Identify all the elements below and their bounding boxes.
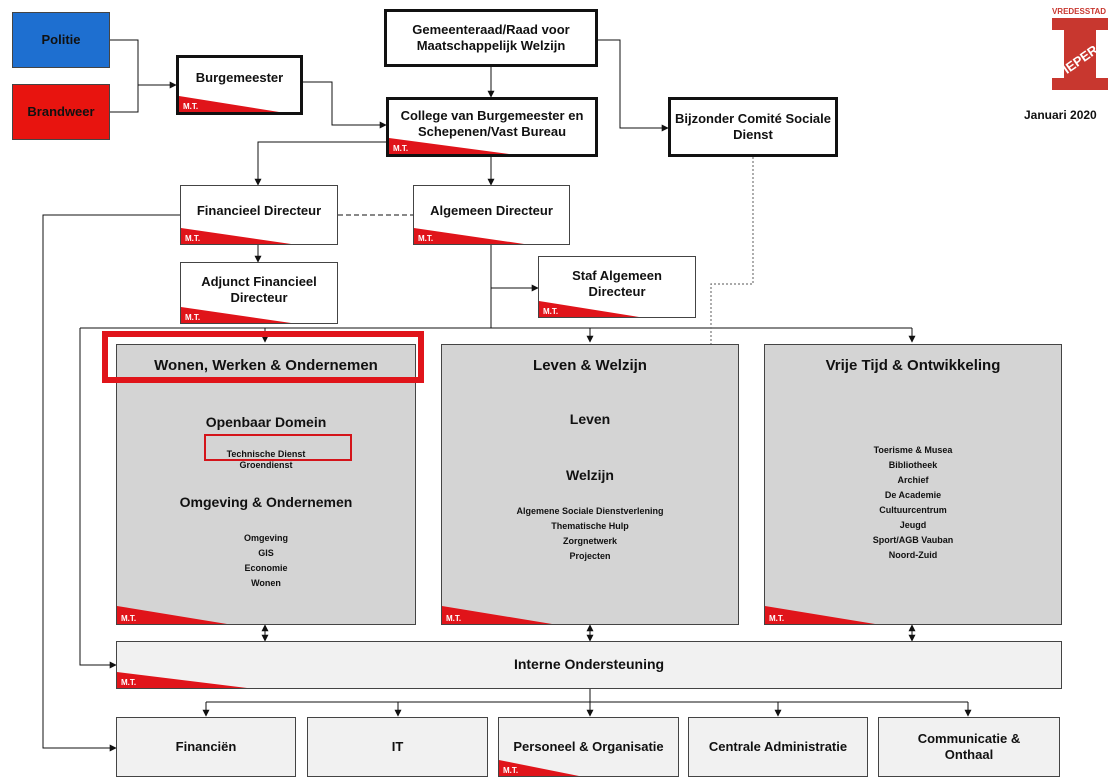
list-item: Jeugd	[899, 520, 927, 530]
list-item: Wonen	[251, 578, 281, 588]
mt-flag: M.T.	[442, 606, 552, 624]
support-unit-centrale-administratie: Centrale Administratie	[688, 717, 868, 777]
section-items: Omgeving GIS Economie Wonen	[117, 531, 415, 591]
support-unit-personeel: Personeel & Organisatie M.T.	[498, 717, 679, 777]
support-unit-label: Financiën	[175, 738, 237, 754]
support-unit-label: Communicatie & Onthaal	[917, 730, 1021, 762]
section-title: Leven	[569, 411, 611, 427]
gemeenteraad-label: Gemeenteraad/Raad voor Maatschappelijk W…	[412, 21, 570, 53]
adjunct-financieel-box: Adjunct Financieel Directeur M.T.	[180, 262, 338, 324]
financieel-directeur-label: Financieel Directeur	[196, 202, 322, 218]
support-unit-label: Personeel & Organisatie	[513, 738, 664, 754]
list-item: Omgeving	[243, 533, 288, 543]
list-item: Technische Dienst	[226, 449, 306, 459]
burgemeester-label: Burgemeester	[195, 69, 284, 85]
mt-flag: M.T.	[499, 760, 579, 776]
list-item: Noord-Zuid	[888, 550, 938, 560]
section-title: Openbaar Domein	[205, 414, 327, 430]
support-unit-financien: Financiën	[116, 717, 296, 777]
support-unit-label: IT	[391, 738, 404, 754]
interne-ondersteuning-label: Interne Ondersteuning	[513, 656, 665, 673]
domain-panel-wonen: Wonen, Werken & Ondernemen Openbaar Dome…	[116, 344, 416, 625]
date-label: Januari 2020	[1024, 108, 1097, 122]
mt-flag: M.T.	[181, 228, 291, 244]
list-item: Bibliotheek	[888, 460, 938, 470]
mt-flag: M.T.	[765, 606, 875, 624]
ieper-logo: VREDESSTAD IEPER	[1046, 4, 1112, 116]
mt-flag: M.T.	[389, 138, 509, 154]
domain-title: Wonen, Werken & Ondernemen	[154, 357, 378, 374]
algemeen-directeur-label: Algemeen Directeur	[430, 202, 553, 218]
college-box: College van Burgemeester en Schepenen/Va…	[386, 97, 598, 157]
brandweer-label: Brandweer	[27, 103, 95, 119]
mt-flag: M.T.	[539, 301, 639, 317]
section-title: Omgeving & Ondernemen	[179, 494, 353, 510]
list-item: Sport/AGB Vauban	[872, 535, 954, 545]
interne-ondersteuning-box: Interne Ondersteuning M.T.	[116, 641, 1062, 689]
highlight-frame-technische-dienst	[204, 434, 352, 461]
list-item: Projecten	[569, 551, 611, 561]
algemeen-directeur-box: Algemeen Directeur M.T.	[413, 185, 570, 245]
politie-box: Politie	[12, 12, 110, 68]
adjunct-financieel-label: Adjunct Financieel Directeur	[201, 273, 317, 305]
bijzonder-comite-label: Bijzonder Comité Sociale Dienst	[674, 110, 832, 142]
section-items: Technische Dienst Groendienst	[117, 447, 415, 473]
mt-flag: M.T.	[414, 228, 524, 244]
domain-panel-leven: Leven & Welzijn Leven Welzijn Algemene S…	[441, 344, 739, 625]
list-item: Cultuurcentrum	[879, 505, 947, 515]
svg-text:VREDESSTAD: VREDESSTAD	[1052, 7, 1106, 16]
domain-title: Vrije Tijd & Ontwikkeling	[825, 357, 1001, 374]
list-item: Groendienst	[239, 460, 293, 470]
domain-panel-vrije-tijd: Vrije Tijd & Ontwikkeling Toerisme & Mus…	[764, 344, 1062, 625]
list-item: Toerisme & Musea	[873, 445, 953, 455]
politie-label: Politie	[41, 31, 81, 47]
mt-flag: M.T.	[179, 96, 279, 112]
college-label: College van Burgemeester en Schepenen/Va…	[400, 107, 584, 139]
staf-algemeen-label: Staf Algemeen Directeur	[572, 267, 662, 299]
support-unit-communicatie: Communicatie & Onthaal	[878, 717, 1060, 777]
brandweer-box: Brandweer	[12, 84, 110, 140]
domain-title: Leven & Welzijn	[533, 357, 647, 374]
financieel-directeur-box: Financieel Directeur M.T.	[180, 185, 338, 245]
mt-flag: M.T.	[181, 307, 291, 323]
highlight-frame-domain	[102, 331, 424, 383]
bijzonder-comite-box: Bijzonder Comité Sociale Dienst	[668, 97, 838, 157]
list-item: Thematische Hulp	[551, 521, 629, 531]
support-unit-label: Centrale Administratie	[708, 738, 848, 754]
staf-algemeen-box: Staf Algemeen Directeur M.T.	[538, 256, 696, 318]
burgemeester-box: Burgemeester M.T.	[176, 55, 303, 115]
section-items: Toerisme & Musea Bibliotheek Archief De …	[765, 443, 1061, 563]
list-item: De Academie	[884, 490, 942, 500]
support-unit-it: IT	[307, 717, 488, 777]
list-item: Algemene Sociale Dienstverlening	[516, 506, 664, 516]
list-item: Archief	[897, 475, 929, 485]
mt-flag: M.T.	[117, 606, 227, 624]
list-item: GIS	[258, 548, 274, 558]
mt-flag: M.T.	[117, 672, 247, 688]
list-item: Zorgnetwerk	[562, 536, 617, 546]
list-item: Economie	[244, 563, 288, 573]
section-title: Welzijn	[566, 467, 614, 483]
gemeenteraad-box: Gemeenteraad/Raad voor Maatschappelijk W…	[384, 9, 598, 67]
section-items: Algemene Sociale Dienstverlening Themati…	[442, 504, 738, 564]
